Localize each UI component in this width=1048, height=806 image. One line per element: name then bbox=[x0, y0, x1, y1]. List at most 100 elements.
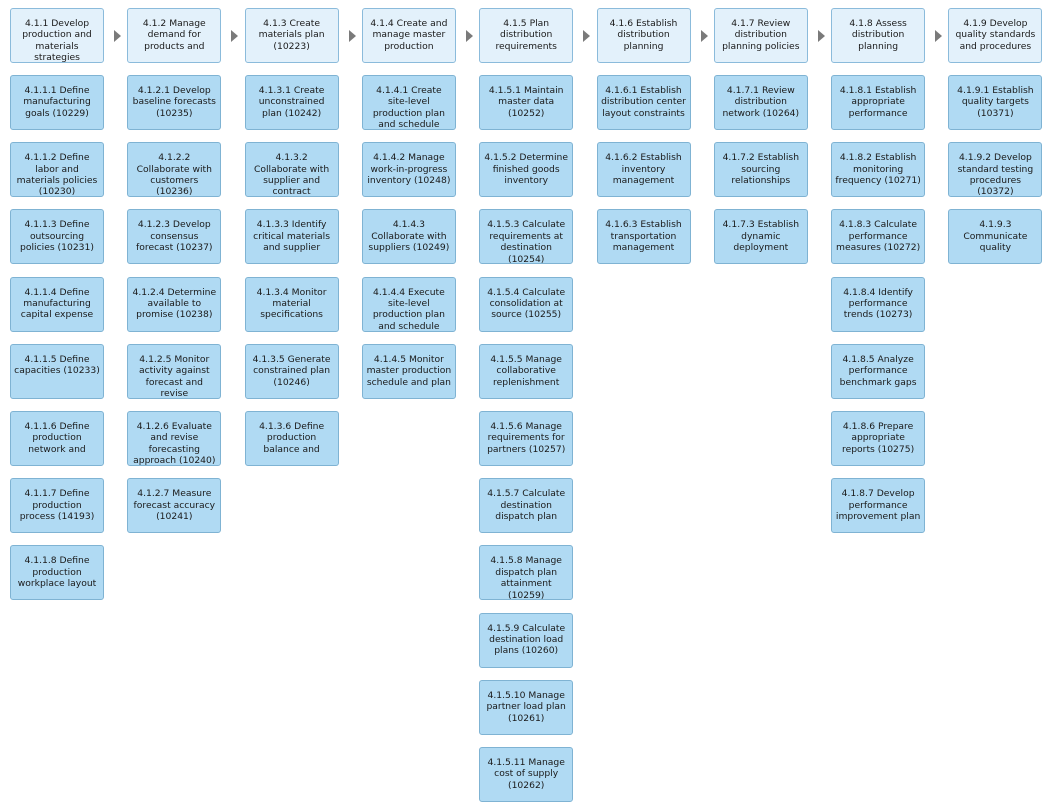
activity-box[interactable]: 4.1.7.2 Establish sourcing relationships bbox=[713, 142, 808, 198]
activity-label: 4.1.4.1 Create site-level production pla… bbox=[372, 85, 445, 130]
activity-box[interactable]: 4.1.3.4 Monitor material specifications bbox=[244, 276, 339, 332]
process-header-1[interactable]: 4.1.1 Develop production and materials s… bbox=[10, 8, 104, 63]
activity-box[interactable]: 4.1.6.3 Establish transportation managem… bbox=[596, 209, 691, 265]
activity-label: 4.1.5.7 Calculate destination dispatch p… bbox=[487, 488, 566, 522]
activity-box[interactable]: 4.1.4.3 Collaborate with suppliers (1024… bbox=[361, 209, 456, 265]
activity-box[interactable]: 4.1.1.2 Define labor and materials polic… bbox=[10, 142, 104, 198]
process-header-8[interactable]: 4.1.8 Assess distribution planning bbox=[831, 8, 926, 63]
activity-box[interactable]: 4.1.2.7 Measure forecast accuracy (10241… bbox=[127, 478, 222, 534]
activity-box[interactable]: 4.1.7.1 Review distribution network (102… bbox=[713, 75, 808, 130]
process-header-6[interactable]: 4.1.6 Establish distribution planning bbox=[596, 8, 691, 63]
activity-box[interactable]: 4.1.7.3 Establish dynamic deployment bbox=[713, 209, 808, 265]
activity-box[interactable]: 4.1.2.4 Determine available to promise (… bbox=[127, 276, 222, 332]
activity-box[interactable]: 4.1.8.6 Prepare appropriate reports (102… bbox=[831, 411, 926, 466]
activity-box[interactable]: 4.1.9.3 Communicate quality bbox=[948, 209, 1043, 265]
activity-box[interactable]: 4.1.8.4 Identify performance trends (102… bbox=[831, 276, 926, 332]
activity-box[interactable]: 4.1.5.6 Manage requirements for partners… bbox=[479, 411, 574, 466]
activity-label: 4.1.3.6 Define production balance and bbox=[259, 421, 325, 455]
activity-box[interactable]: 4.1.3.3 Identify critical materials and … bbox=[244, 209, 339, 265]
activity-label: 4.1.3.5 Generate constrained plan (10246… bbox=[252, 353, 331, 388]
activity-box[interactable]: 4.1.4.5 Monitor master production schedu… bbox=[361, 343, 456, 399]
process-header-2[interactable]: 4.1.2 Manage demand for products and bbox=[127, 8, 222, 63]
activity-label: 4.1.1.5 Define capacities (10233) bbox=[14, 353, 100, 377]
activity-label: 4.1.3.4 Monitor material specifications bbox=[256, 286, 327, 321]
activity-box[interactable]: 4.1.5.4 Calculate consolidation at sourc… bbox=[479, 276, 574, 332]
activity-label: 4.1.2.2 Collaborate with customers (1023… bbox=[136, 152, 212, 198]
activity-label: 4.1.1.8 Define production workplace layo… bbox=[17, 555, 97, 590]
activity-label: 4.1.2.7 Measure forecast accuracy (10241… bbox=[133, 488, 216, 522]
process-header-label: 4.1.7 Review distribution planning polic… bbox=[722, 18, 800, 52]
activity-box[interactable]: 4.1.9.1 Establish quality targets (10371… bbox=[948, 75, 1043, 130]
activity-box[interactable]: 4.1.5.1 Maintain master data (10252) bbox=[479, 75, 574, 130]
activity-box[interactable]: 4.1.4.1 Create site-level production pla… bbox=[361, 75, 456, 130]
process-header-4[interactable]: 4.1.4 Create and manage master productio… bbox=[361, 8, 456, 63]
activity-label: 4.1.3.2 Collaborate with supplier and co… bbox=[253, 152, 330, 198]
activity-box[interactable]: 4.1.1.3 Define outsourcing policies (102… bbox=[10, 209, 104, 265]
activity-box[interactable]: 4.1.5.8 Manage dispatch plan attainment … bbox=[479, 545, 574, 601]
activity-box[interactable]: 4.1.6.1 Establish distribution center la… bbox=[596, 75, 691, 130]
activity-box[interactable]: 4.1.6.2 Establish inventory management bbox=[596, 142, 691, 198]
activity-box[interactable]: 4.1.3.5 Generate constrained plan (10246… bbox=[244, 343, 339, 399]
activity-label: 4.1.8.6 Prepare appropriate reports (102… bbox=[842, 421, 915, 455]
activity-box[interactable]: 4.1.3.1 Create unconstrained plan (10242… bbox=[244, 75, 339, 130]
activity-label: 4.1.8.4 Identify performance trends (102… bbox=[843, 286, 913, 321]
activity-box[interactable]: 4.1.1.7 Define production process (14193… bbox=[10, 478, 104, 534]
activity-label: 4.1.1.2 Define labor and materials polic… bbox=[16, 152, 98, 198]
activity-box[interactable]: 4.1.5.3 Calculate requirements at destin… bbox=[479, 209, 574, 265]
activity-label: 4.1.5.5 Manage collaborative replenishme… bbox=[490, 353, 562, 388]
flow-arrow-icon bbox=[348, 29, 356, 42]
activity-box[interactable]: 4.1.8.3 Calculate performance measures (… bbox=[831, 209, 926, 265]
activity-box[interactable]: 4.1.8.1 Establish appropriate performanc… bbox=[831, 75, 926, 130]
process-header-label: 4.1.2 Manage demand for products and bbox=[142, 18, 206, 52]
activity-box[interactable]: 4.1.8.2 Establish monitoring frequency (… bbox=[831, 142, 926, 198]
activity-box[interactable]: 4.1.1.5 Define capacities (10233) bbox=[10, 343, 104, 399]
activity-box[interactable]: 4.1.2.5 Monitor activity against forecas… bbox=[127, 343, 222, 399]
activity-label: 4.1.5.4 Calculate consolidation at sourc… bbox=[487, 286, 566, 321]
activity-box[interactable]: 4.1.5.5 Manage collaborative replenishme… bbox=[479, 343, 574, 399]
activity-box[interactable]: 4.1.1.1 Define manufacturing goals (1022… bbox=[10, 75, 104, 130]
process-header-3[interactable]: 4.1.3 Create materials plan (10223) bbox=[244, 8, 339, 63]
process-header-7[interactable]: 4.1.7 Review distribution planning polic… bbox=[713, 8, 808, 63]
activity-box[interactable]: 4.1.1.6 Define production network and bbox=[10, 411, 104, 466]
activity-label: 4.1.8.3 Calculate performance measures (… bbox=[836, 219, 921, 254]
activity-label: 4.1.3.1 Create unconstrained plan (10242… bbox=[258, 85, 325, 119]
flow-arrow-icon bbox=[817, 29, 825, 42]
process-header-label: 4.1.5 Plan distribution requirements bbox=[495, 18, 557, 52]
activity-label: 4.1.5.11 Manage cost of supply (10262) bbox=[487, 757, 565, 791]
activity-box[interactable]: 4.1.4.2 Manage work-in-progress inventor… bbox=[361, 142, 456, 198]
activity-box[interactable]: 4.1.5.7 Calculate destination dispatch p… bbox=[479, 478, 574, 534]
activity-label: 4.1.1.1 Define manufacturing goals (1022… bbox=[23, 85, 91, 119]
activity-box[interactable]: 4.1.2.6 Evaluate and revise forecasting … bbox=[127, 411, 222, 466]
activity-box[interactable]: 4.1.2.1 Develop baseline forecasts (1023… bbox=[127, 75, 222, 130]
activity-box[interactable]: 4.1.2.3 Develop consensus forecast (1023… bbox=[127, 209, 222, 265]
activity-label: 4.1.1.7 Define production process (14193… bbox=[19, 488, 95, 522]
activity-box[interactable]: 4.1.8.5 Analyze performance benchmark ga… bbox=[831, 343, 926, 399]
flow-arrow-icon bbox=[700, 29, 708, 42]
activity-box[interactable]: 4.1.5.11 Manage cost of supply (10262) bbox=[479, 747, 574, 802]
process-header-label: 4.1.1 Develop production and materials s… bbox=[22, 18, 92, 63]
process-header-9[interactable]: 4.1.9 Develop quality standards and proc… bbox=[948, 8, 1043, 63]
activity-label: 4.1.2.1 Develop baseline forecasts (1023… bbox=[132, 85, 216, 119]
activity-label: 4.1.7.3 Establish dynamic deployment bbox=[722, 219, 800, 254]
activity-box[interactable]: 4.1.3.2 Collaborate with supplier and co… bbox=[244, 142, 339, 198]
activity-label: 4.1.7.1 Review distribution network (102… bbox=[722, 85, 800, 119]
activity-box[interactable]: 4.1.8.7 Develop performance improvement … bbox=[831, 478, 926, 534]
activity-box[interactable]: 4.1.5.9 Calculate destination load plans… bbox=[479, 612, 574, 668]
activity-box[interactable]: 4.1.5.2 Determine finished goods invento… bbox=[479, 142, 574, 198]
activity-label: 4.1.5.10 Manage partner load plan (10261… bbox=[486, 689, 566, 724]
activity-label: 4.1.4.4 Execute site-level production pl… bbox=[372, 286, 445, 332]
activity-label: 4.1.7.2 Establish sourcing relationships bbox=[722, 152, 800, 186]
process-header-5[interactable]: 4.1.5 Plan distribution requirements bbox=[479, 8, 574, 63]
activity-box[interactable]: 4.1.2.2 Collaborate with customers (1023… bbox=[127, 142, 222, 198]
activity-box[interactable]: 4.1.3.6 Define production balance and bbox=[244, 411, 339, 466]
process-header-label: 4.1.6 Establish distribution planning bbox=[609, 18, 678, 52]
activity-box[interactable]: 4.1.1.4 Define manufacturing capital exp… bbox=[10, 276, 104, 332]
activity-box[interactable]: 4.1.5.10 Manage partner load plan (10261… bbox=[479, 679, 574, 735]
activity-box[interactable]: 4.1.1.8 Define production workplace layo… bbox=[10, 545, 104, 601]
activity-label: 4.1.2.5 Monitor activity against forecas… bbox=[138, 353, 210, 399]
activity-label: 4.1.9.2 Develop standard testing procedu… bbox=[957, 152, 1034, 198]
activity-box[interactable]: 4.1.9.2 Develop standard testing procedu… bbox=[948, 142, 1043, 198]
activity-box[interactable]: 4.1.4.4 Execute site-level production pl… bbox=[361, 276, 456, 332]
activity-label: 4.1.5.2 Determine finished goods invento… bbox=[484, 152, 568, 186]
